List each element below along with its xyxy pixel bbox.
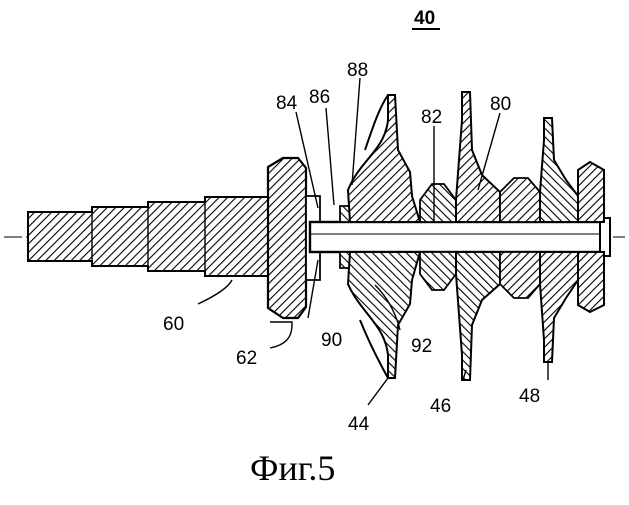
- label-48: 48: [519, 386, 540, 407]
- wheel-44-lower: [348, 252, 420, 378]
- label-46: 46: [430, 396, 451, 417]
- label-60: 60: [163, 314, 184, 335]
- tie-bolt-82: [310, 222, 605, 252]
- wheel-48-lower: [540, 252, 578, 362]
- label-86: 86: [309, 87, 330, 108]
- label-84: 84: [276, 93, 298, 114]
- label-62: 62: [236, 348, 257, 369]
- wheel-44-upper: [348, 95, 420, 222]
- wheel-48-upper: [540, 118, 578, 222]
- label-92: 92: [411, 336, 432, 357]
- label-82: 82: [421, 107, 442, 128]
- flange-62: [268, 158, 306, 318]
- figure-number: 40: [414, 8, 435, 29]
- label-44: 44: [348, 414, 370, 435]
- wheel-46-lower: [456, 252, 500, 380]
- label-88: 88: [347, 60, 368, 81]
- figure-caption: Фиг.5: [250, 448, 335, 488]
- label-90: 90: [321, 330, 342, 351]
- shaft-60: [28, 197, 272, 276]
- bolt-head: [600, 218, 610, 256]
- label-80: 80: [490, 94, 511, 115]
